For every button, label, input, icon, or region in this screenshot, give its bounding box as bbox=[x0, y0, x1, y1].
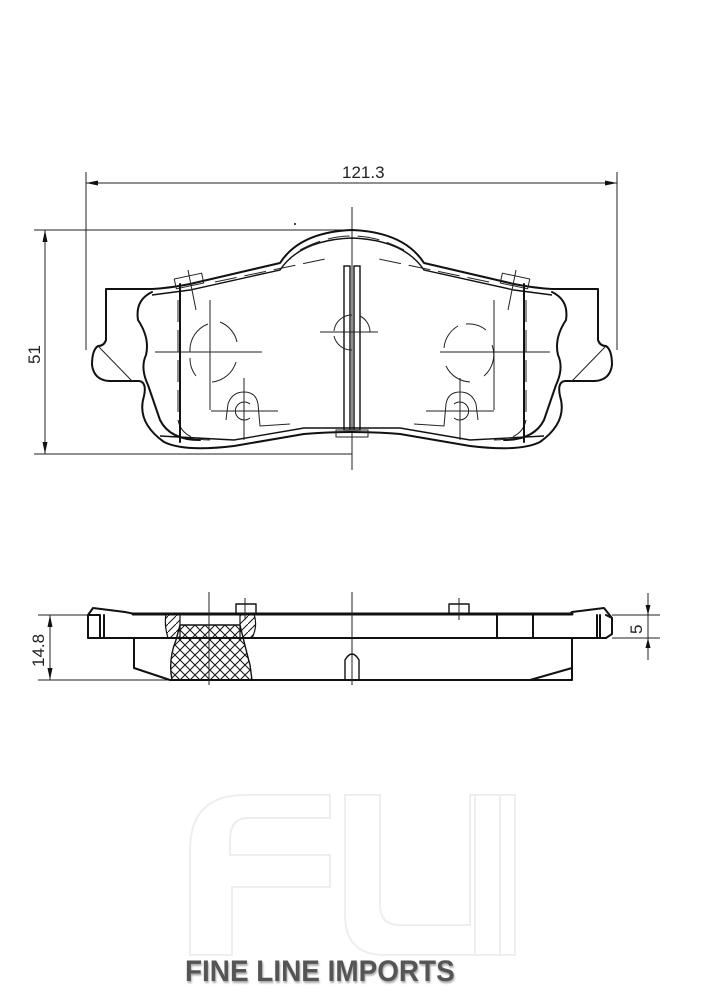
left-lug bbox=[211, 378, 291, 440]
width-dimension-label: 121.3 bbox=[342, 163, 385, 182]
backing-plate-outline bbox=[91, 229, 613, 450]
left-hole-marker bbox=[155, 300, 262, 410]
plate-thickness-label: 5 bbox=[627, 625, 646, 634]
right-lug bbox=[413, 378, 494, 440]
height-dimension: 51 bbox=[25, 229, 352, 455]
width-dimension: 121.3 bbox=[85, 163, 618, 350]
side-view: 14.8 5 bbox=[29, 592, 660, 685]
fli-watermark-logo bbox=[189, 794, 516, 956]
thickness-dimension: 14.8 bbox=[29, 614, 175, 681]
plate-thickness-dimension: 5 bbox=[612, 593, 660, 660]
front-view: 121.3 51 bbox=[25, 163, 618, 470]
right-hole-marker bbox=[440, 300, 550, 410]
thickness-dimension-label: 14.8 bbox=[29, 634, 48, 667]
height-dimension-label: 51 bbox=[25, 345, 44, 364]
center-hole-marker bbox=[320, 314, 378, 351]
brand-name: FINE LINE IMPORTS bbox=[185, 955, 455, 988]
